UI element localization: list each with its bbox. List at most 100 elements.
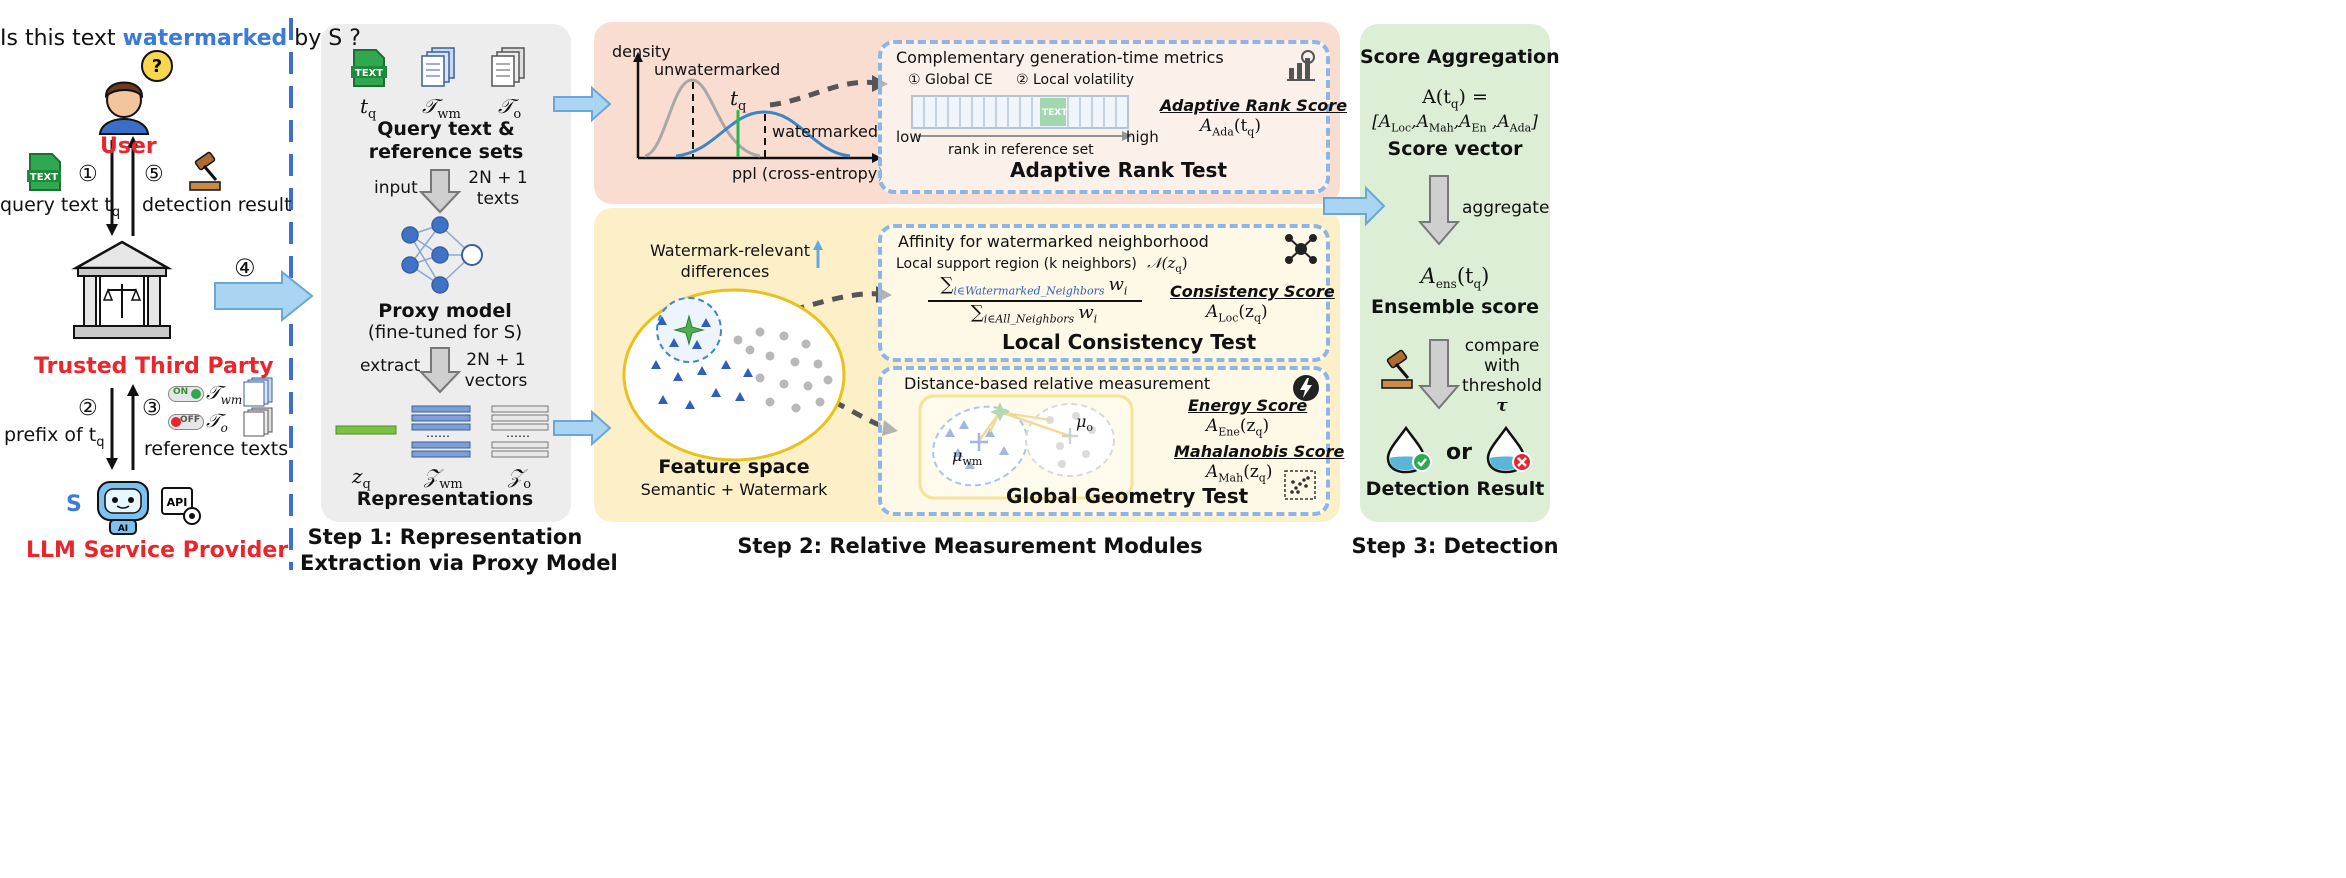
question-prefix: Is this text (0, 26, 123, 51)
network-nodes-icon (1284, 232, 1318, 266)
user-avatar-icon (92, 72, 156, 135)
step2-caption: Step 2: Relative Measurement Modules (737, 534, 1203, 558)
api-gear-icon: API (160, 486, 204, 526)
zwm-symbol: 𝒵 (424, 464, 440, 488)
score-vector-rhs: [ALoc,AMah,AEn ,AAda] (1372, 112, 1538, 135)
unwatermarked-curve (644, 78, 761, 158)
watermarked-curve (675, 110, 851, 158)
local-vol-label: ② Local volatility (1016, 72, 1134, 88)
wm-diff-label: Watermark-relevant differences (650, 240, 810, 282)
document-stack-icon (242, 376, 276, 407)
score-agg-title: Score Aggregation (1360, 46, 1560, 68)
num-idx: i∈Watermarked_Neighbors (953, 284, 1105, 298)
query-title-line1: Query text & (377, 118, 515, 140)
comp-title: Complementary generation-time metrics (896, 48, 1224, 67)
energy-formula: AEne(zq) (1206, 416, 1269, 438)
energy-close: ) (1262, 416, 1270, 436)
step1-caption-line2: Extraction via Proxy Model (300, 551, 618, 575)
cons-title: Consistency Score (1170, 282, 1335, 301)
energy-symbol: A (1206, 416, 1219, 436)
robot-icon: AI (92, 476, 154, 536)
tq-symbol: t (360, 94, 369, 118)
zo-sub: o (523, 477, 532, 492)
extract-label: extract (360, 356, 421, 376)
zq-vector (335, 425, 397, 435)
mu-wm-sub: wm (962, 455, 983, 469)
rank-text-icon-label: TEXT (1042, 108, 1068, 118)
watermarked-label: watermarked (772, 122, 878, 141)
text-file-icon: TEXT (26, 152, 62, 192)
reference-texts-label: reference texts (144, 438, 289, 460)
ref-o-symbol: 𝒯 (206, 410, 221, 432)
arrow-up-5-head (127, 136, 139, 148)
zwm-sub: wm (439, 477, 463, 492)
step4-num: ④ (234, 254, 256, 282)
ars-symbol: A (1200, 116, 1213, 136)
ens-symbol: A (1420, 264, 1436, 288)
ens-close: ) (1481, 264, 1490, 288)
block-arrow-icon (1323, 185, 1386, 227)
ref-wm-symbol: 𝒯 (206, 382, 221, 404)
text-file-icon: TEXT (350, 48, 388, 88)
step3-caption: Step 3: Detection (1351, 534, 1559, 558)
vec-loc: Loc (1391, 121, 1412, 135)
query-title: Query text & reference sets (360, 118, 532, 164)
to-symbol: 𝒯 (498, 94, 514, 118)
mu-o-sub: o (1086, 421, 1094, 435)
maha-close: ) (1265, 462, 1273, 482)
score-vector-lhs: A(tq) = (1360, 86, 1550, 111)
question-suffix: by S ? (287, 26, 361, 51)
num-sum: ∑ (940, 274, 954, 295)
user-label: User (100, 134, 157, 159)
ars-formula: AAda(tq) (1200, 116, 1261, 138)
feature-sub: Semantic + Watermark (640, 480, 828, 499)
or-label: or (1446, 440, 1472, 465)
cons-arg: (z (1238, 302, 1254, 322)
document-stack-icon (418, 46, 458, 88)
feature-space-ellipse (622, 288, 846, 462)
maha-title: Mahalanobis Score (1174, 442, 1345, 461)
svg-text:?: ? (152, 56, 162, 77)
proxy-sub: (fine-tuned for S) (367, 322, 523, 343)
texts-count: 2N + 1 texts (464, 168, 532, 210)
document-stack-icon (242, 406, 276, 437)
block-arrow-icon (553, 409, 612, 447)
ggt-title: Global Geometry Test (1006, 484, 1249, 508)
tq-marker-label: tq (730, 86, 746, 114)
zwm-dots: …… (426, 426, 450, 440)
mu-o-symbol: μ (1076, 412, 1087, 431)
den-idx: i∈All_Neighbors (983, 312, 1075, 326)
compare-line1: compare (1464, 336, 1540, 356)
zo-matrix (491, 405, 549, 458)
arrow-down-2-head (106, 458, 118, 470)
mu-wm-symbol: μ (952, 446, 963, 465)
adaptive-rank-box (878, 40, 1330, 194)
vectors-count-line1: 2N + 1 (466, 350, 526, 370)
growth-chart-icon (1286, 50, 1316, 82)
low-label: low (896, 128, 922, 146)
energy-arg: (z (1239, 416, 1256, 436)
vec-ada: Ada (1509, 121, 1532, 135)
global-ce-label: ① Global CE (908, 72, 993, 88)
document-stack-icon (488, 46, 528, 88)
feature-title: Feature space (658, 456, 810, 478)
query-text-text: query text t (0, 194, 112, 216)
cons-close: ) (1261, 302, 1268, 322)
nz-symbol: 𝒩(z (1147, 254, 1176, 272)
to-label: 𝒯o (498, 94, 521, 122)
mu-wm-label: μwm (952, 446, 982, 468)
texts-count-line2: texts (476, 189, 520, 209)
question-text: Is this text watermarked by S ? (0, 26, 361, 51)
toggle-on-label: ON (173, 387, 189, 397)
input-label: input (374, 178, 418, 198)
ppl-label: ppl (cross-entropy) (732, 164, 884, 183)
ars-arg-sub: q (1247, 125, 1255, 139)
connector-rank (769, 79, 877, 108)
ttp-label: Trusted Third Party (34, 354, 274, 379)
text-icon-label: TEXT (30, 172, 58, 183)
density-label: density (612, 42, 671, 61)
step1-num: ① (78, 162, 98, 187)
ens-sub: ens (1435, 277, 1457, 292)
gavel-icon (1378, 349, 1418, 390)
